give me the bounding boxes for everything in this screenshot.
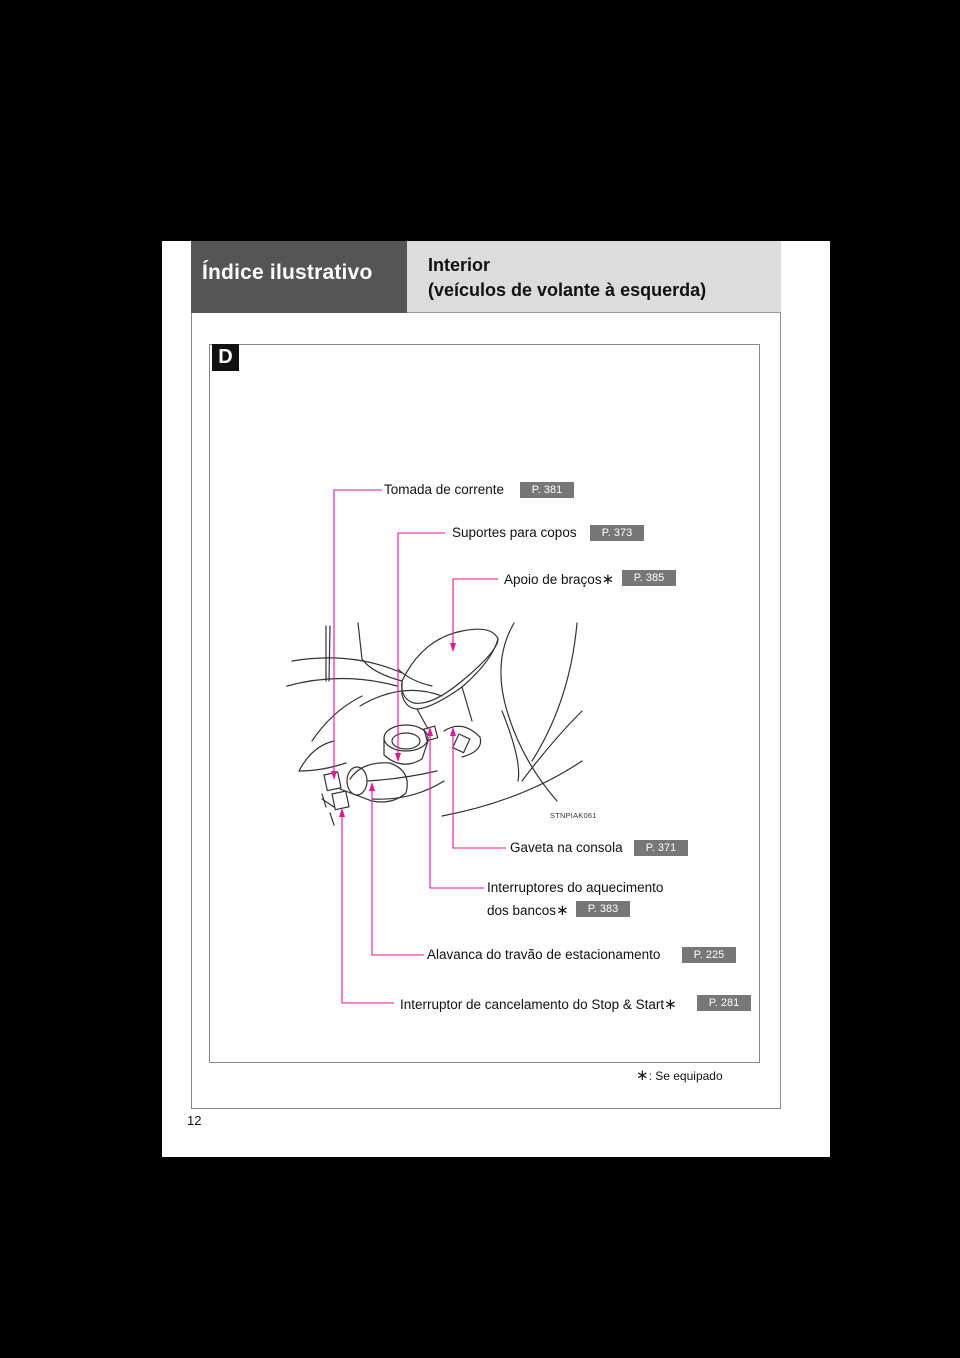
arrow-power-outlet <box>331 771 337 780</box>
callout-console-box-page[interactable]: P. 371 <box>634 840 688 856</box>
callout-power-outlet-page[interactable]: P. 381 <box>520 482 574 498</box>
arrow-stop-start-switch <box>339 808 345 817</box>
interior-illustration <box>286 489 583 1004</box>
callout-seat-heater-line2: dos bancos∗ <box>487 901 569 919</box>
callout-cup-holders-page[interactable]: P. 373 <box>590 525 644 541</box>
illustration-panel <box>209 344 760 1063</box>
callout-armrest-asterisk: ∗ <box>601 571 615 588</box>
illustration-code: STNPIAK061 <box>550 811 597 820</box>
page-title-line2: (veículos de volante à esquerda) <box>428 280 707 300</box>
leader-arrowheads <box>331 643 456 817</box>
arrow-cup-holders <box>395 753 401 762</box>
callout-stop-start-label: Interruptor de cancelamento do Stop & St… <box>400 997 665 1012</box>
page-frame <box>191 241 781 1109</box>
leader-line-power-outlet <box>333 489 382 774</box>
page-title-line1: Interior <box>428 255 491 275</box>
section-title: Índice ilustrativo <box>202 261 373 284</box>
callout-seat-heater-line1: Interruptores do aquecimento <box>487 880 664 895</box>
callout-parking-brake-label: Alavanca do travão de estacionamento <box>427 947 661 962</box>
callout-console-box-label: Gaveta na consola <box>510 840 623 855</box>
footnote-asterisk: ∗ <box>636 1067 649 1084</box>
callout-stop-start: Interruptor de cancelamento do Stop & St… <box>400 995 677 1013</box>
footnote-text: : Se equipado <box>648 1069 723 1083</box>
arrow-parking-brake <box>369 782 375 791</box>
page-number: 12 <box>187 1113 202 1128</box>
leader-line-armrest <box>452 578 498 646</box>
callout-power-outlet-label: Tomada de corrente <box>384 482 505 497</box>
callout-stop-start-asterisk: ∗ <box>664 996 677 1013</box>
console-drawing <box>286 622 583 826</box>
arrow-console-box <box>450 727 456 736</box>
footnote: ∗: Se equipado <box>636 1066 723 1084</box>
callout-seat-heater-label: dos bancos <box>487 903 557 918</box>
leader-line-seat-heater-switches <box>429 733 484 889</box>
callout-stop-start-page[interactable]: P. 281 <box>697 995 751 1011</box>
leader-line-cup-holders <box>397 532 445 756</box>
panel-badge: D <box>212 344 239 371</box>
arrow-armrest <box>450 643 456 652</box>
callout-cup-holders-label: Suportes para copos <box>452 525 577 540</box>
arrow-seat-heater-switches <box>427 727 433 736</box>
callout-armrest-page[interactable]: P. 385 <box>622 570 676 586</box>
page-header: Interior (veículos de volante à esquerda… <box>407 241 781 313</box>
leader-line-console-box <box>452 733 506 849</box>
leader-lines <box>333 489 506 1004</box>
callout-parking-brake-page[interactable]: P. 225 <box>682 947 736 963</box>
section-header: Índice ilustrativo <box>191 241 407 313</box>
manual-page: Índice ilustrativo Interior (veículos de… <box>162 241 830 1157</box>
callout-armrest-label: Apoio de braços <box>504 572 602 587</box>
leader-line-parking-brake <box>371 788 424 956</box>
callout-seat-heater-page[interactable]: P. 383 <box>576 901 630 917</box>
callout-armrest: Apoio de braços∗ <box>504 570 614 588</box>
callout-seat-heater-asterisk: ∗ <box>556 902 569 919</box>
leader-line-stop-start-switch <box>341 814 394 1004</box>
